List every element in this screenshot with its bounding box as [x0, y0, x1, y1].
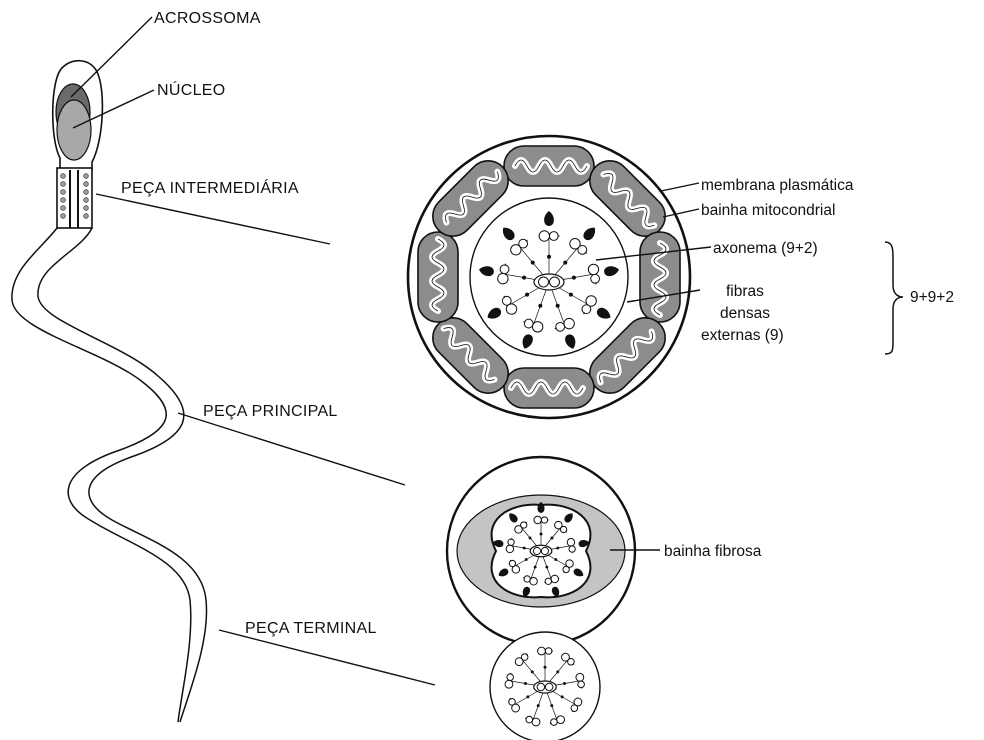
central-microtubule	[545, 683, 553, 691]
bainha-mitocondrial-label: bainha mitocondrial	[701, 202, 835, 219]
microtubule-doublet	[530, 578, 537, 585]
central-microtubule	[537, 683, 545, 691]
middle-piece-cross-section	[408, 136, 690, 418]
central-microtubule	[533, 547, 540, 554]
microtubule-doublet	[505, 680, 513, 688]
fibras-label-line2: densas	[720, 305, 770, 322]
bainha-fibrosa-label: bainha fibrosa	[664, 543, 762, 560]
mitochondrion	[418, 232, 458, 322]
dense-fiber	[595, 306, 613, 322]
acrossoma-leader	[71, 17, 152, 97]
fibras-label-line1: fibras	[726, 283, 764, 300]
microtubule-doublet	[532, 718, 540, 726]
peca-intermediaria-leader	[96, 194, 330, 244]
peca-intermediaria-label: PEÇA INTERMEDIÁRIA	[121, 178, 299, 197]
left-labels: ACROSSOMA NÚCLEO PEÇA INTERMEDIÁRIA PEÇA…	[71, 10, 435, 685]
dense-fiber	[564, 333, 578, 350]
peca-principal-leader	[178, 413, 405, 485]
tail-left-edge	[12, 228, 191, 722]
central-microtubule	[539, 277, 549, 287]
microtubule-doublet	[534, 516, 541, 523]
peca-terminal-label: PEÇA TERMINAL	[245, 620, 377, 637]
dense-fiber	[500, 224, 517, 242]
axonema-label: axonema (9+2)	[713, 240, 818, 257]
microtubule-doublet	[506, 545, 513, 552]
spermatozoon	[12, 61, 207, 722]
microtubule-doublet	[539, 231, 549, 241]
fibras-label-line3: externas (9)	[701, 327, 784, 344]
microtubule-doublet	[551, 575, 558, 582]
mitochondrion	[425, 153, 517, 245]
nucleus	[57, 100, 91, 160]
central-microtubule	[550, 277, 560, 287]
microtubule-doublet	[532, 322, 542, 332]
mitochondrion	[582, 153, 674, 245]
dense-fiber	[603, 265, 619, 277]
total-formula-label: 9+9+2	[910, 289, 954, 306]
axoneme-middle-section	[478, 211, 620, 350]
acrossoma-label: ACROSSOMA	[154, 10, 261, 27]
membrana-plasmatica-label: membrana plasmática	[701, 177, 854, 194]
dense-fiber	[478, 265, 494, 277]
microtubule-doublet	[567, 539, 574, 546]
dense-fiber	[485, 306, 503, 322]
peca-principal-label: PEÇA PRINCIPAL	[203, 403, 338, 420]
microtubule-doublet	[576, 673, 584, 681]
microtubule-doublet	[564, 318, 574, 328]
grouping-brace	[885, 242, 903, 354]
dense-fiber	[520, 333, 534, 350]
mitochondrion	[504, 368, 594, 408]
tail-right-edge	[38, 228, 207, 722]
terminal-piece-cross-section	[490, 632, 600, 740]
peca-terminal-leader	[219, 630, 435, 685]
microtubule-doublet	[557, 716, 565, 724]
microtubule-doublet	[498, 273, 508, 283]
principal-piece-cross-section: bainha fibrosa	[447, 457, 762, 645]
microtubule-doublet	[538, 647, 546, 655]
mitochondrion	[504, 146, 594, 186]
nucleo-label: NÚCLEO	[157, 80, 225, 99]
microtubule-doublet	[588, 264, 598, 274]
dense-fiber	[581, 224, 598, 242]
central-microtubule	[541, 547, 548, 554]
mitochondrion	[582, 310, 674, 402]
mitochondrion	[425, 310, 517, 402]
dense-fiber	[544, 211, 554, 226]
mitochondrion	[640, 232, 680, 322]
